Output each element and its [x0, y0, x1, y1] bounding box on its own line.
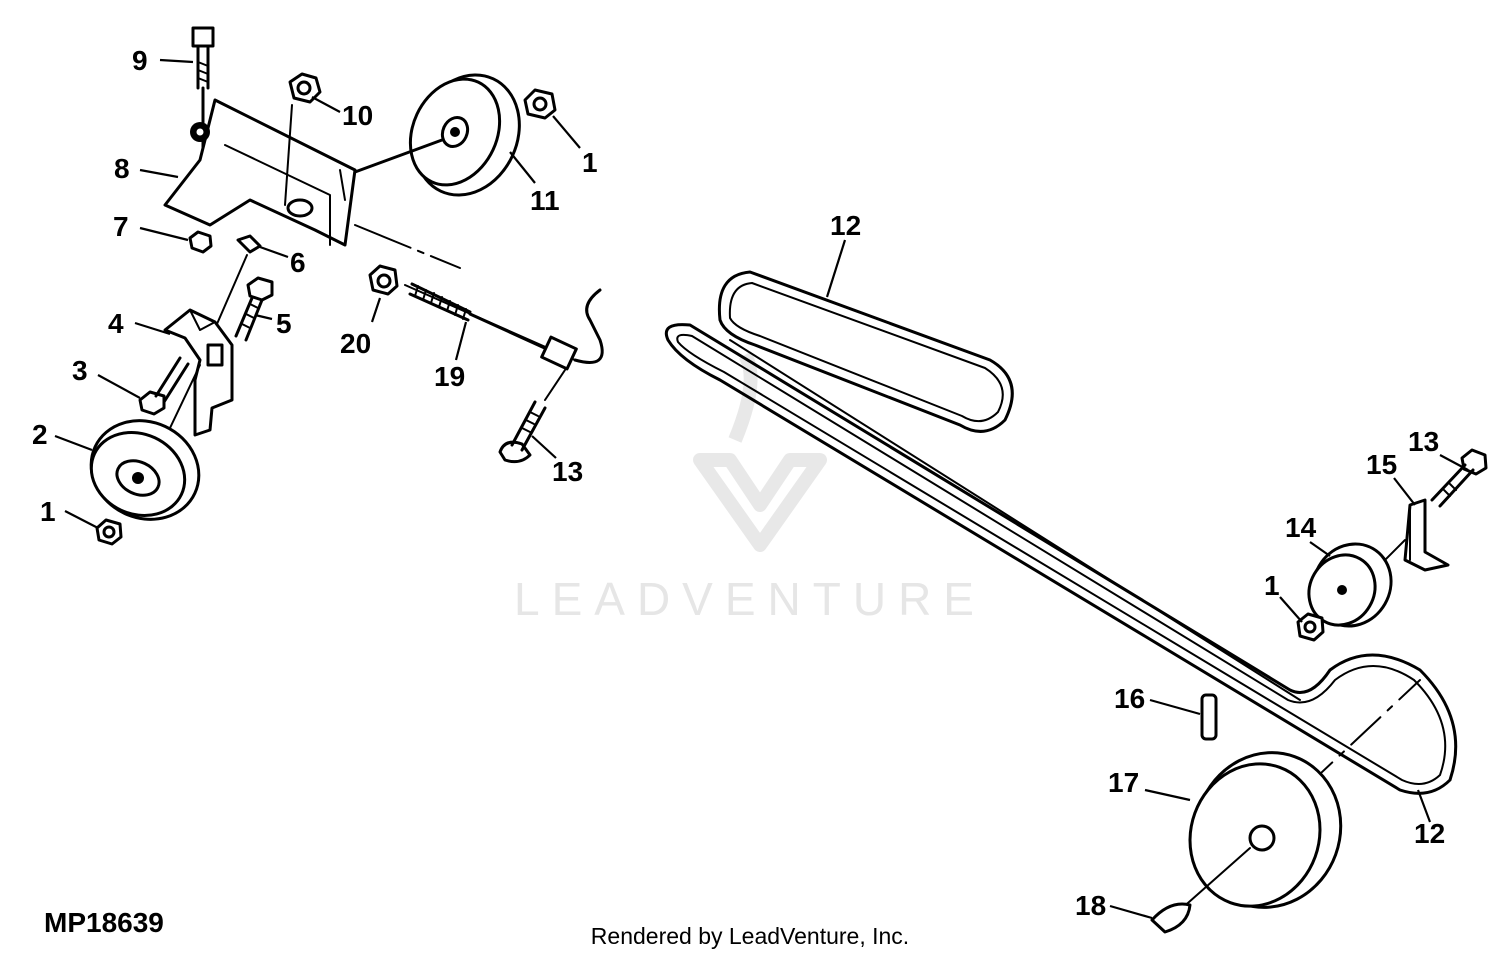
callout-20: 20 [340, 328, 371, 359]
axis-line-18 [1179, 847, 1251, 911]
callout-17: 17 [1108, 767, 1139, 798]
pulley-part-17 [1188, 751, 1343, 909]
bracket-part-8 [163, 98, 357, 247]
watermark-logo [693, 351, 827, 552]
spring-rod-part-19 [404, 282, 604, 371]
callout-13: 13 [1408, 426, 1439, 457]
callout-2: 2 [32, 419, 48, 450]
pulley-part-11 [408, 73, 521, 197]
nut-part-1-left [95, 518, 123, 546]
leader-lines [54, 58, 1469, 920]
callout-5: 5 [276, 308, 292, 339]
bracket-part-15 [1403, 498, 1450, 572]
callout-1: 1 [40, 496, 56, 527]
callout-8: 8 [114, 153, 130, 184]
washer-part-6 [236, 234, 262, 254]
nut-part-1-top [523, 88, 557, 120]
bracket-part-4 [163, 308, 234, 437]
watermark-text: LEADVENTURE [514, 573, 986, 625]
bolt-part-5 [234, 276, 274, 342]
nut-part-20 [368, 264, 399, 296]
callout-12: 12 [830, 210, 861, 241]
callout-6: 6 [290, 247, 306, 278]
callout-18: 18 [1075, 890, 1106, 921]
pulley-part-14 [1307, 542, 1393, 628]
pulley-part-2 [89, 419, 201, 521]
callout-11: 11 [530, 185, 560, 216]
bolt-part-3 [138, 356, 190, 416]
callout-9: 9 [132, 45, 148, 76]
callout-1: 1 [582, 147, 598, 178]
callout-13: 13 [552, 456, 583, 487]
axis-line-11 [353, 138, 444, 174]
callout-labels: 9 10 1 11 8 7 6 4 5 3 2 1 20 19 13 12 13… [32, 45, 1445, 921]
bolt-part-13-center [498, 400, 547, 464]
callout-15: 15 [1366, 449, 1397, 480]
callout-4: 4 [108, 308, 124, 339]
callout-16: 16 [1114, 683, 1145, 714]
bolt-part-13-right [1430, 448, 1488, 508]
nut-part-1-right [1296, 612, 1325, 642]
callout-1: 1 [1264, 570, 1280, 601]
bolt-part-9 [191, 26, 215, 90]
figure-id: MP18639 [44, 907, 164, 938]
axis-line-13a [544, 369, 566, 401]
callout-14: 14 [1285, 512, 1317, 543]
belt-part-12 [664, 270, 1458, 795]
nut-part-7 [188, 230, 213, 254]
key-part-18 [1150, 902, 1192, 934]
callout-3: 3 [72, 355, 88, 386]
render-credit: Rendered by LeadVenture, Inc. [591, 923, 909, 949]
axis-line-10 [284, 104, 293, 206]
callout-7: 7 [113, 211, 129, 242]
axis-line-19-dashed [354, 224, 461, 269]
callout-12: 12 [1414, 818, 1445, 849]
callout-10: 10 [342, 100, 373, 131]
nut-part-10 [288, 72, 322, 104]
callout-19: 19 [434, 361, 465, 392]
key-part-16 [1200, 693, 1218, 741]
